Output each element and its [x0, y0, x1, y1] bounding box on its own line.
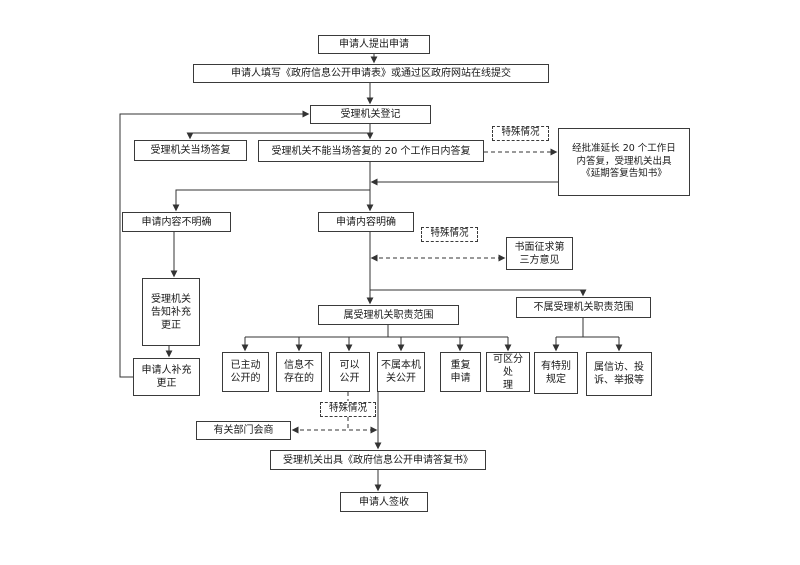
node-reply-document: 受理机关出具《政府信息公开申请答复书》: [270, 450, 486, 470]
node-not-this-authority: 不属本机 关公开: [377, 352, 425, 392]
node-can-disclose: 可以 公开: [329, 352, 370, 392]
node-content-unclear: 申请内容不明确: [122, 212, 231, 232]
node-content-clear: 申请内容明确: [318, 212, 414, 232]
node-notify-supplement-correction: 受理机关 告知补充 更正: [142, 278, 200, 346]
node-petition-complaint: 属信访、投 诉、举报等: [586, 352, 652, 396]
node-onsite-reply: 受理机关当场答复: [134, 140, 247, 161]
label-special-case-3: 特殊情况: [320, 402, 376, 417]
node-within-authority-scope: 属受理机关职责范围: [318, 305, 459, 325]
node-separable-handling: 可区分处 理: [486, 352, 530, 392]
node-department-consultation: 有关部门会商: [196, 421, 291, 440]
node-third-party-opinion: 书面征求第 三方意见: [506, 237, 573, 270]
node-applicant-submit: 申请人提出申请: [318, 35, 430, 54]
node-extension-notice: 经批准延长 20 个工作日 内答复，受理机关出具 《延期答复告知书》: [558, 128, 690, 196]
node-repeat-application: 重复 申请: [440, 352, 481, 392]
node-info-not-exist: 信息不 存在的: [276, 352, 322, 392]
label-special-case-2: 特殊情况: [421, 227, 478, 242]
node-fill-application-form: 申请人填写《政府信息公开申请表》或通过区政府网站在线提交: [193, 64, 549, 83]
node-applicant-supplement-correction: 申请人补充 更正: [133, 358, 200, 396]
label-special-case-1: 特殊情况: [492, 126, 549, 141]
node-already-public: 已主动 公开的: [222, 352, 269, 392]
node-special-provision: 有特别 规定: [534, 352, 578, 394]
node-authority-registration: 受理机关登记: [310, 105, 431, 124]
node-reply-within-20-days: 受理机关不能当场答复的 20 个工作日内答复: [258, 140, 484, 162]
node-applicant-sign: 申请人签收: [340, 492, 428, 512]
node-outside-authority-scope: 不属受理机关职责范围: [516, 297, 651, 318]
